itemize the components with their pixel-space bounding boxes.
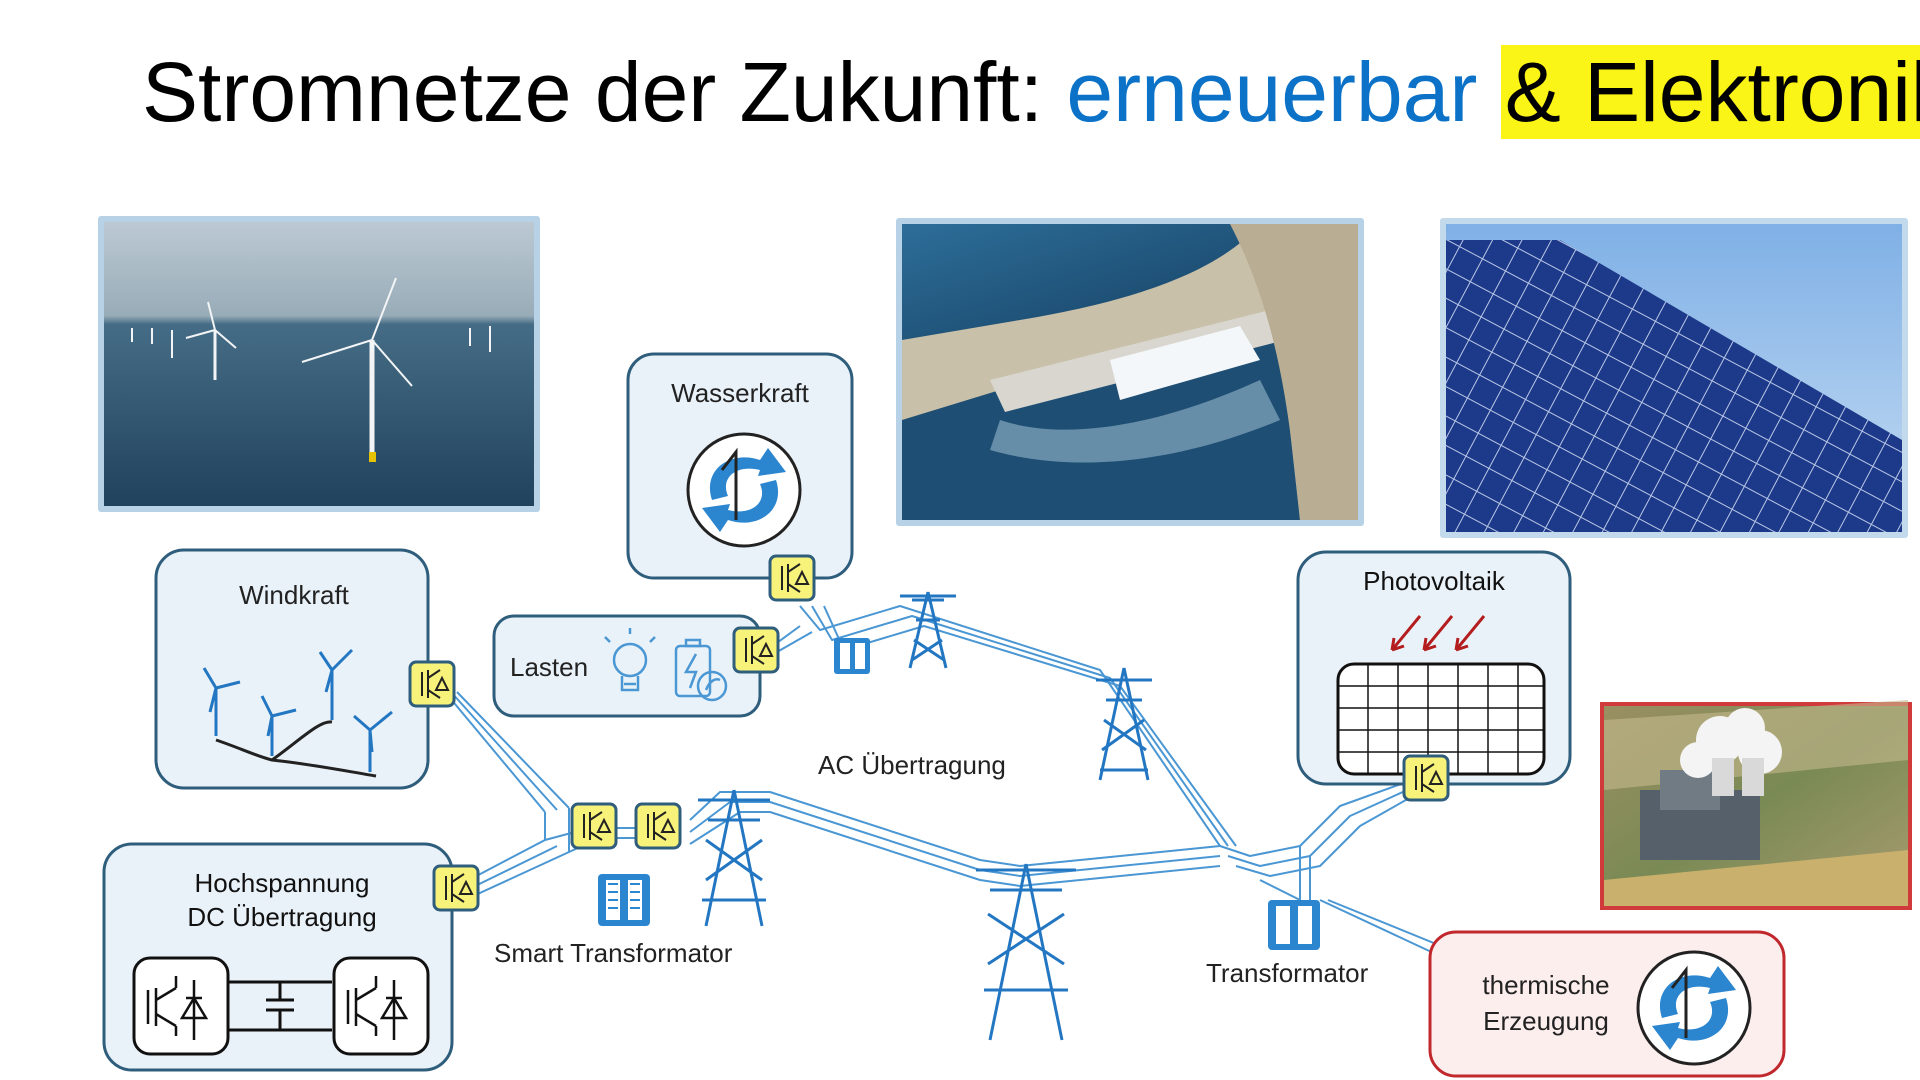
converter-icon [1402, 754, 1450, 802]
transformer-icon [598, 874, 650, 926]
generator-icon [686, 432, 802, 548]
hydro-label: Wasserkraft [671, 378, 809, 408]
transmission-lines [444, 605, 1447, 957]
thermal-label-line2: Erzeugung [1483, 1006, 1609, 1036]
hvdc-label-line1: Hochspannung [195, 868, 370, 898]
converter-icon [432, 864, 480, 912]
wind-turbine-icon [202, 648, 393, 778]
hydro-dam-photo [896, 218, 1364, 526]
converter-icon [768, 554, 816, 602]
loads-box: Lasten [492, 614, 762, 718]
solar-panel-photo [1440, 218, 1908, 538]
wind-label: Windkraft [239, 580, 350, 610]
battery-icon [674, 638, 728, 702]
thermal-plant-photo [1600, 700, 1912, 910]
transmission-tower-icon [976, 863, 1076, 1041]
converter-icon [408, 660, 456, 708]
transmission-tower-icon [900, 591, 956, 669]
converter-icon [732, 626, 780, 674]
wind-farm-photo [98, 216, 540, 512]
sun-ray-icon [1390, 615, 1486, 652]
igbt-converter-icon [332, 956, 430, 1056]
converter-icon [634, 802, 682, 850]
solar-panel-icon [1336, 662, 1546, 776]
converter-icon [570, 802, 618, 850]
generator-icon [1636, 950, 1752, 1066]
title-part2: erneuerbar [1066, 45, 1478, 139]
wind-power-box: Windkraft [154, 548, 430, 790]
hydro-power-box: Wasserkraft [626, 352, 854, 580]
page-title: Stromnetze der Zukunft: erneuerbar & Ele… [142, 44, 1920, 141]
thermal-label-line1: thermische [1482, 970, 1609, 1000]
ac-transmission-label: AC Übertragung [818, 750, 1006, 780]
transformer-icon [1268, 900, 1320, 950]
light-bulb-icon [604, 628, 656, 692]
title-part1: Stromnetze der Zukunft: [142, 45, 1044, 139]
hvdc-box: Hochspannung DC Übertragung [102, 842, 454, 1072]
loads-label: Lasten [510, 652, 588, 682]
pv-label: Photovoltaik [1363, 566, 1506, 596]
transmission-tower-icon [1096, 667, 1152, 781]
capacitor-icon [228, 980, 332, 1032]
igbt-converter-icon [132, 956, 230, 1056]
hvdc-label-line2: DC Übertragung [187, 902, 376, 932]
title-part3: & Elektronik [1500, 45, 1920, 139]
smart-transformer-label: Smart Transformator [494, 938, 733, 968]
transformer-icon [834, 638, 870, 674]
transmission-tower-icon [698, 789, 770, 927]
transformer-label: Transformator [1206, 958, 1369, 988]
thermal-generation-box: thermische Erzeugung [1428, 930, 1786, 1078]
photovoltaic-box: Photovoltaik [1296, 550, 1572, 786]
